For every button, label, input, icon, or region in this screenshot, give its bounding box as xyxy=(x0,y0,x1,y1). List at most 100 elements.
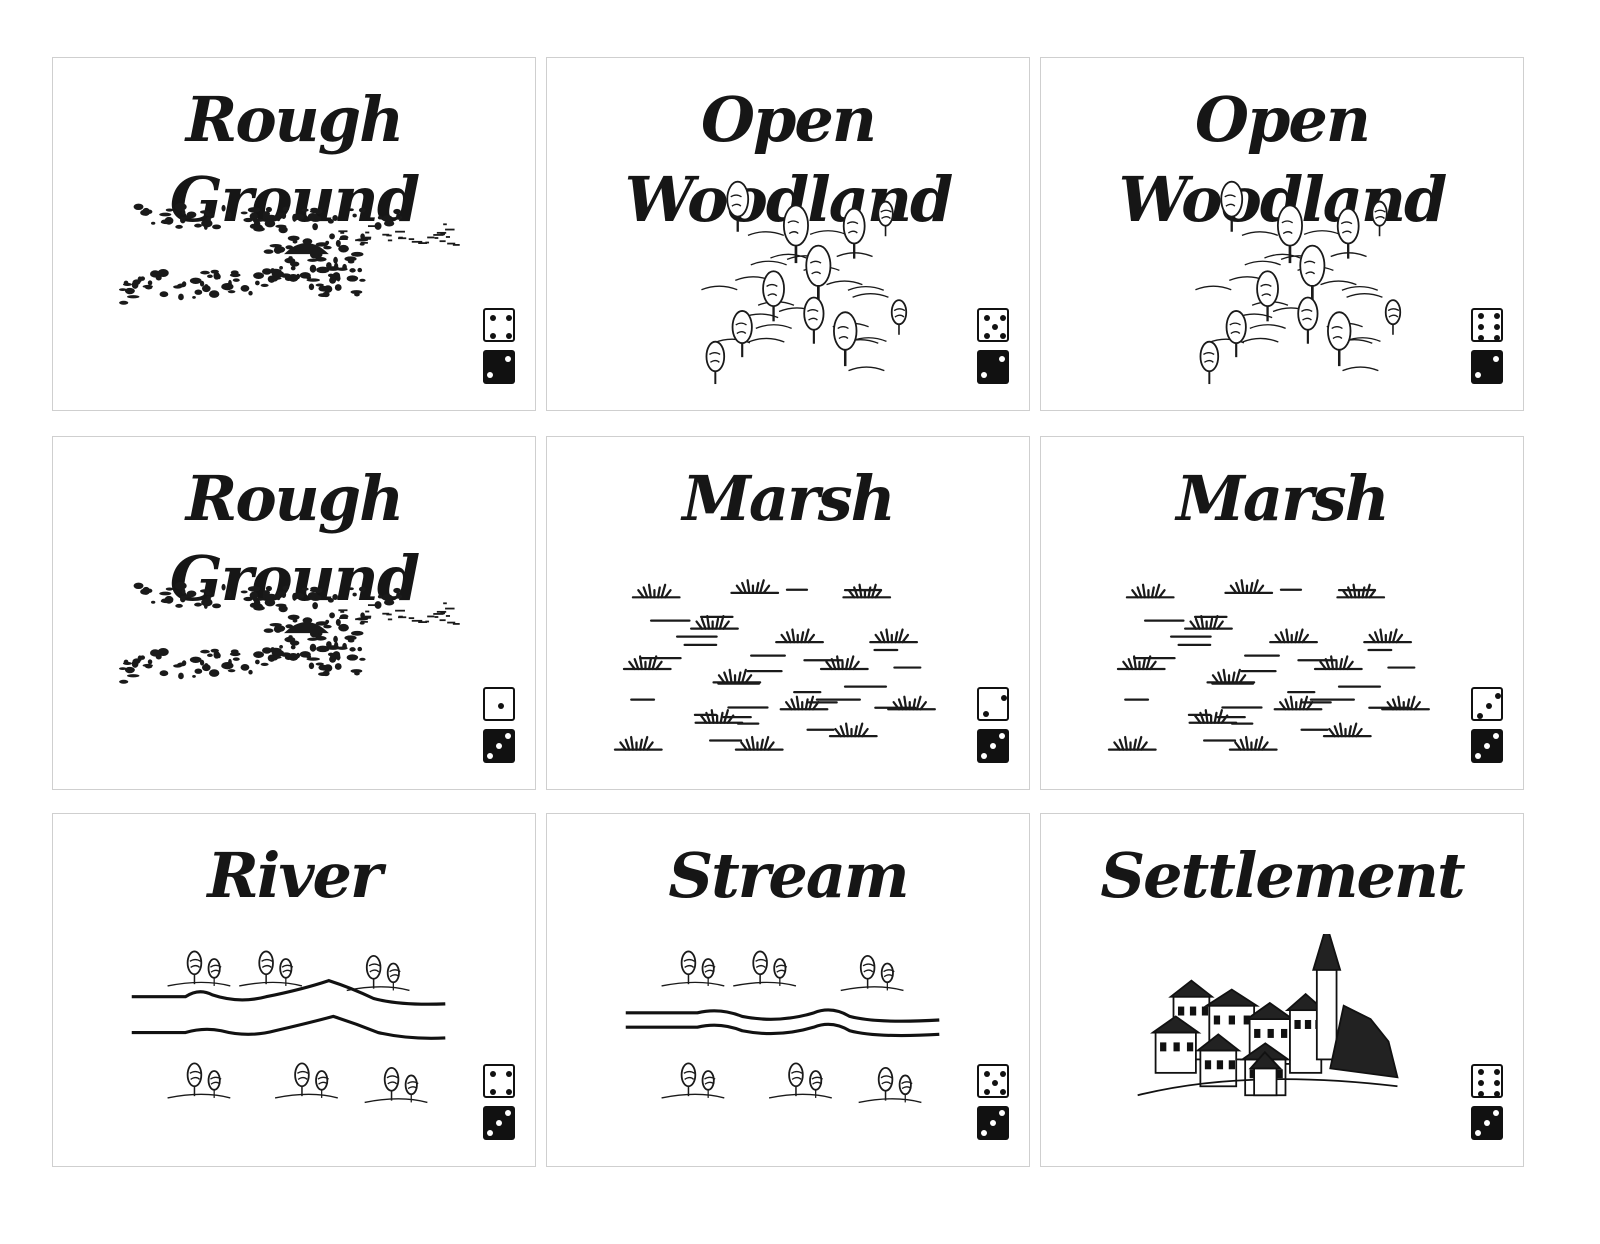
die-pip xyxy=(984,1089,990,1095)
dice-pair xyxy=(1471,687,1505,765)
card-title: Stream xyxy=(668,839,909,912)
white-die xyxy=(483,308,515,342)
terrain-card[interactable]: Rough Ground xyxy=(52,57,536,411)
die-pip xyxy=(1477,713,1483,719)
terrain-illustration-marsh xyxy=(613,579,936,751)
die-pip xyxy=(992,324,998,330)
terrain-card[interactable]: Rough Ground xyxy=(52,436,536,790)
terrain-card[interactable]: Marsh xyxy=(1040,436,1524,790)
terrain-card[interactable]: Open Woodland xyxy=(546,57,1030,411)
black-die xyxy=(483,729,515,763)
die-pip xyxy=(1478,313,1484,319)
die-pip xyxy=(1478,1069,1484,1075)
die-pip xyxy=(487,1130,493,1136)
die-pip xyxy=(1478,1091,1484,1097)
rough-ground-stones xyxy=(118,581,460,684)
die-pip xyxy=(505,356,511,362)
black-die xyxy=(977,729,1009,763)
card-title: River xyxy=(207,839,382,912)
black-die xyxy=(483,1106,515,1140)
woodland-trees xyxy=(701,180,908,385)
black-die xyxy=(1471,729,1503,763)
dice-pair xyxy=(977,1064,1011,1142)
die-pip xyxy=(1475,372,1481,378)
die-pip xyxy=(990,743,996,749)
terrain-card[interactable]: Stream xyxy=(546,813,1030,1167)
dice-pair xyxy=(483,1064,517,1142)
dice-pair xyxy=(977,687,1011,765)
die-pip xyxy=(1495,693,1501,699)
die-pip xyxy=(490,333,496,339)
terrain-card[interactable]: River xyxy=(52,813,536,1167)
die-pip xyxy=(1494,1091,1500,1097)
card-title: Settlement xyxy=(1100,839,1465,912)
die-pip xyxy=(1478,335,1484,341)
die-pip xyxy=(1000,1071,1006,1077)
dice-pair xyxy=(483,308,517,386)
river-water xyxy=(131,978,446,1040)
river-banks xyxy=(167,950,428,1104)
die-pip xyxy=(981,372,987,378)
die-pip xyxy=(487,372,493,378)
die-pip xyxy=(1494,1069,1500,1075)
die-pip xyxy=(1494,335,1500,341)
die-pip xyxy=(498,703,504,709)
die-pip xyxy=(505,1110,511,1116)
die-pip xyxy=(1478,1080,1484,1086)
black-die xyxy=(977,350,1009,384)
die-pip xyxy=(999,733,1005,739)
die-pip xyxy=(490,315,496,321)
die-pip xyxy=(984,333,990,339)
die-pip xyxy=(981,1130,987,1136)
die-pip xyxy=(1493,356,1499,362)
black-die xyxy=(977,1106,1009,1140)
die-pip xyxy=(1475,1130,1481,1136)
terrain-illustration-marsh xyxy=(1107,579,1430,751)
terrain-illustration-woodland xyxy=(1195,180,1402,385)
dice-pair xyxy=(1471,308,1505,386)
terrain-illustration-woodland xyxy=(701,180,908,385)
die-pip xyxy=(506,315,512,321)
settlement-buildings xyxy=(1137,934,1399,1097)
die-pip xyxy=(981,753,987,759)
die-pip xyxy=(1494,324,1500,330)
white-die xyxy=(483,1064,515,1098)
white-die xyxy=(1471,308,1503,342)
white-die xyxy=(1471,687,1503,721)
white-die xyxy=(483,687,515,721)
terrain-card[interactable]: Settlement xyxy=(1040,813,1524,1167)
card-title: Marsh xyxy=(682,462,895,535)
die-pip xyxy=(490,1089,496,1095)
marsh-reeds xyxy=(1107,579,1430,751)
die-pip xyxy=(505,733,511,739)
terrain-illustration-stream xyxy=(625,950,940,1104)
dice-pair xyxy=(483,687,517,765)
stream-water xyxy=(625,1008,940,1038)
die-pip xyxy=(506,1071,512,1077)
dice-pair xyxy=(977,308,1011,386)
black-die xyxy=(1471,350,1503,384)
die-pip xyxy=(990,1120,996,1126)
terrain-card[interactable]: Open Woodland xyxy=(1040,57,1524,411)
terrain-illustration-river xyxy=(131,950,446,1104)
terrain-card[interactable]: Marsh xyxy=(546,436,1030,790)
die-pip xyxy=(1494,313,1500,319)
black-die xyxy=(483,350,515,384)
die-pip xyxy=(1484,1120,1490,1126)
die-pip xyxy=(490,1071,496,1077)
die-pip xyxy=(1478,324,1484,330)
die-pip xyxy=(1493,1110,1499,1116)
die-pip xyxy=(1000,333,1006,339)
card-title: Open Woodland xyxy=(624,83,954,236)
black-die xyxy=(1471,1106,1503,1140)
marsh-reeds xyxy=(613,579,936,751)
white-die xyxy=(977,687,1009,721)
stream-banks xyxy=(661,950,922,1104)
terrain-illustration-rough-ground xyxy=(118,581,460,684)
die-pip xyxy=(496,1120,502,1126)
die-pip xyxy=(983,711,989,717)
die-pip xyxy=(487,753,493,759)
die-pip xyxy=(1000,1089,1006,1095)
die-pip xyxy=(1486,703,1492,709)
card-title: Marsh xyxy=(1176,462,1389,535)
